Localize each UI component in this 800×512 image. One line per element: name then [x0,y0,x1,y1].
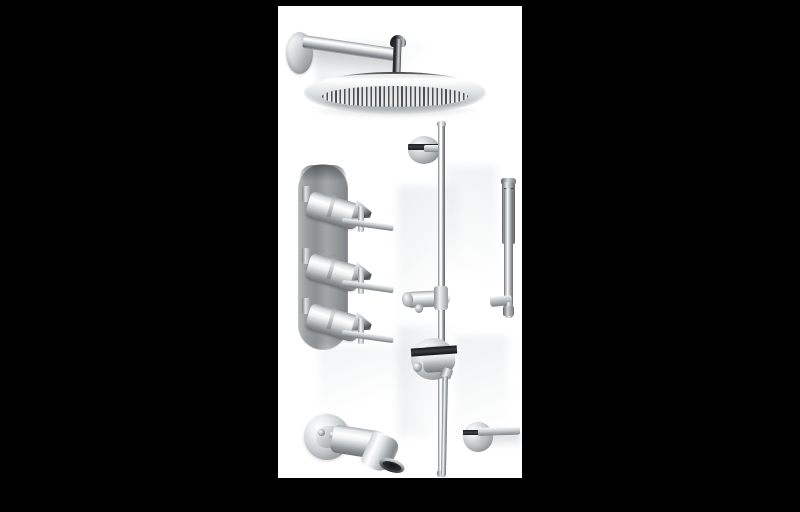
valve-handle-stem [302,298,310,314]
valve-handle-stem [302,248,310,264]
hand-shower-top-cap [501,178,516,185]
hand-shower-holder-knob[interactable] [415,304,423,313]
ambient-reflection [446,166,496,326]
valve-handle-stem [302,186,310,202]
valve-handle-cross-vertical [358,318,364,344]
valve-handle-cross-vertical [358,206,364,232]
valve-handle-cross-vertical [358,268,364,294]
hand-shower-holder-clamp[interactable] [434,286,448,310]
hand-shower-hose-collar [503,306,514,316]
rain-shower-head-highlight [324,74,464,87]
ambient-reflection [456,336,508,476]
rain-shower-head-shadow [308,106,482,118]
shower-hose [440,375,448,477]
ambient-reflection [398,186,458,336]
tub-spout-set-screw [318,429,325,436]
slide-bar-bracket-arm [424,145,444,152]
ambient-reflection [320,346,416,426]
supply-elbow-nub [413,362,422,372]
product-canvas [278,6,522,478]
valve-handle-diverter[interactable] [300,294,400,356]
diverter-outlet-arm-shadow [477,433,521,449]
valve-handle-thermostatic[interactable] [300,182,400,244]
rain-shower-head-nozzle-face [322,86,468,107]
hand-shower-wand[interactable] [504,188,513,316]
valve-handle-volume[interactable] [300,244,400,306]
diverter-outlet-arm [477,426,521,436]
slide-bar-top-cap [437,121,446,126]
valve-trim-plate-top-shading [300,165,346,181]
